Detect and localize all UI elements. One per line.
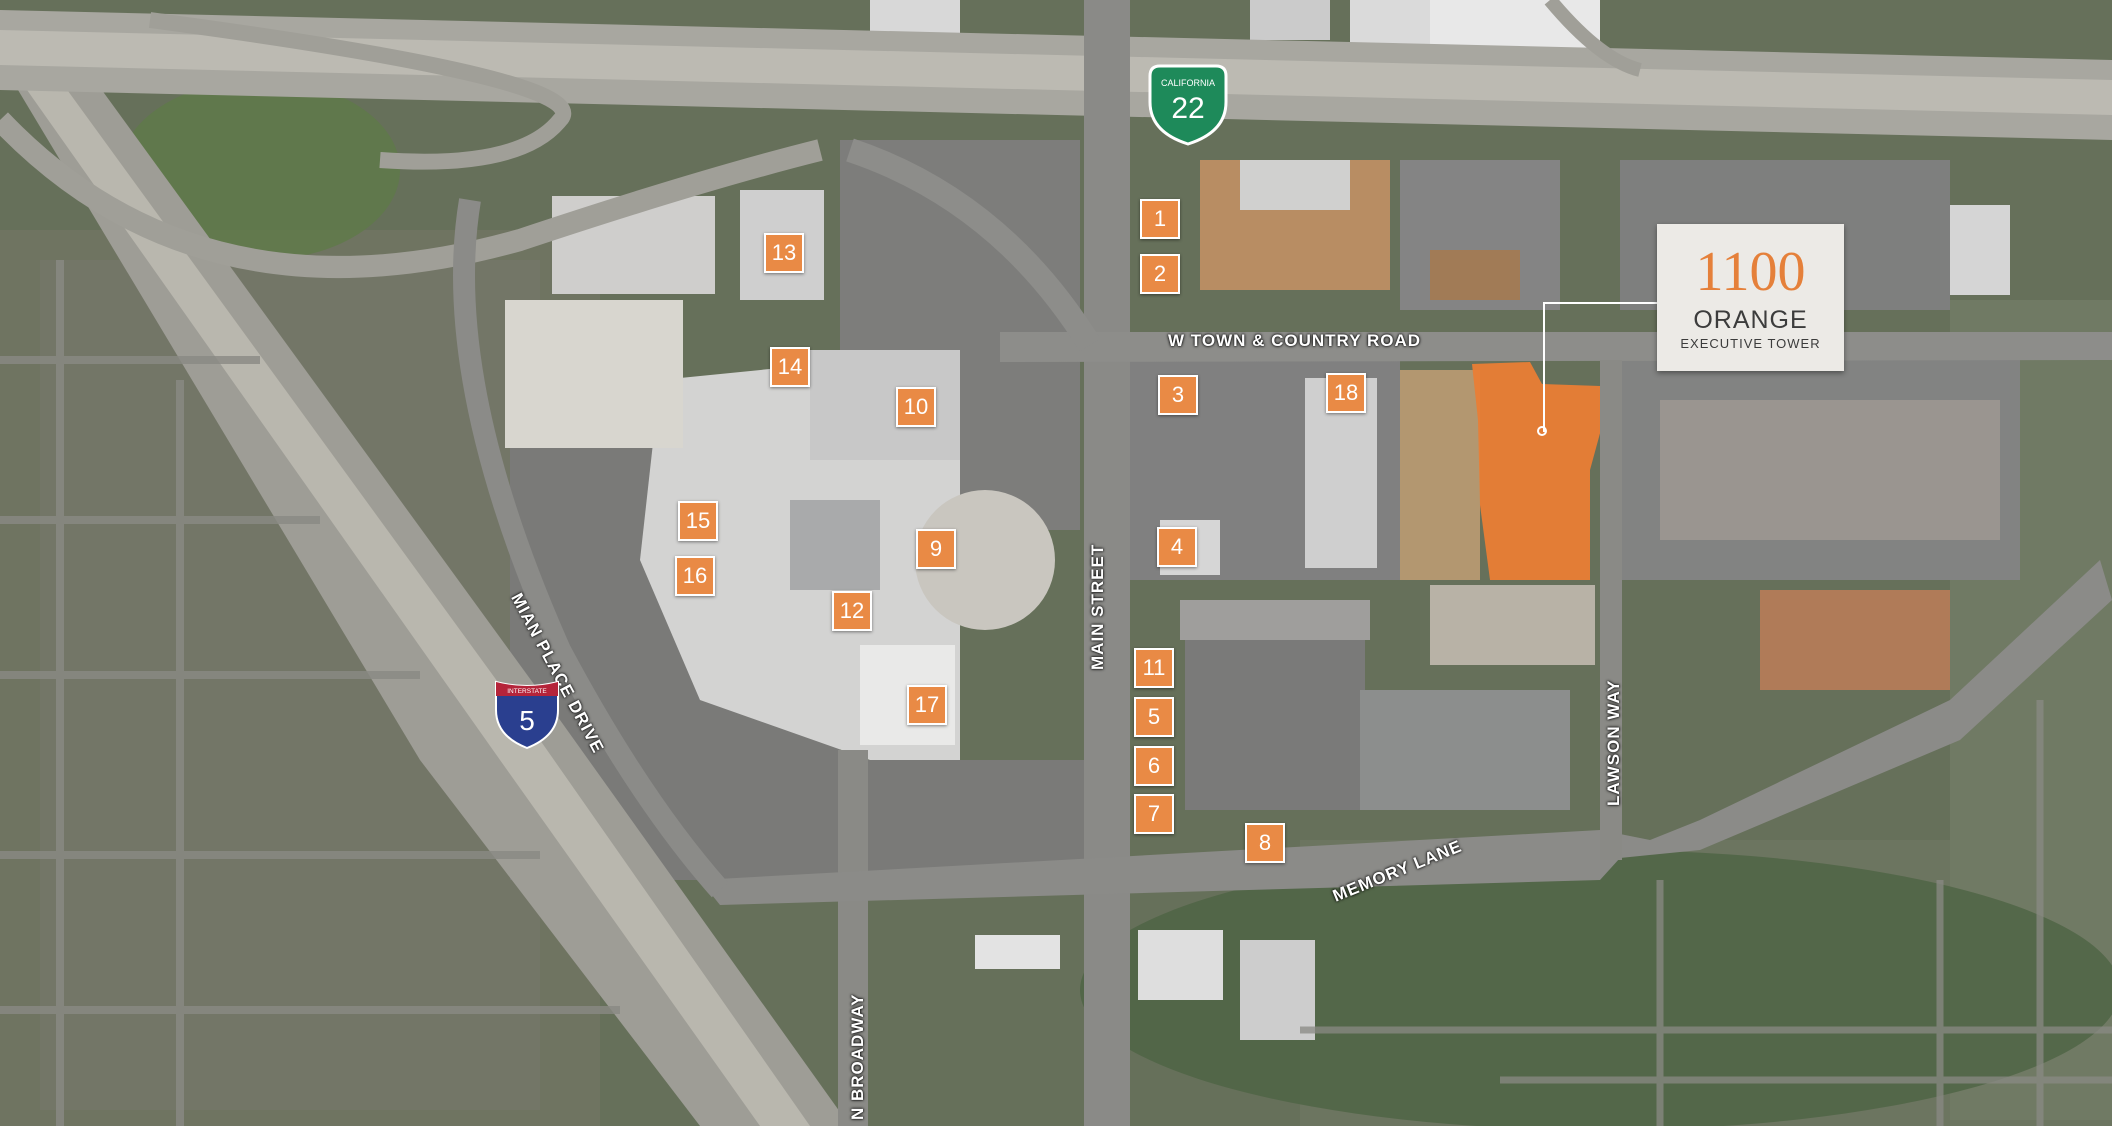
road-label-n-broadway: N BROADWAY — [848, 993, 867, 1121]
road-label-main-street: MAIN STREET — [1088, 543, 1107, 670]
marker-17[interactable]: 17 — [907, 685, 947, 725]
marker-6[interactable]: 6 — [1134, 746, 1174, 786]
shield-22-number: 22 — [1171, 92, 1204, 125]
marker-12[interactable]: 12 — [832, 591, 872, 631]
callout-number: 1100 — [1695, 241, 1806, 303]
marker-3[interactable]: 3 — [1158, 375, 1198, 415]
marker-7[interactable]: 7 — [1134, 794, 1174, 834]
callout-leader-stem — [1543, 302, 1545, 432]
marker-2[interactable]: 2 — [1140, 254, 1180, 294]
marker-4[interactable]: 4 — [1157, 527, 1197, 567]
marker-13[interactable]: 13 — [764, 233, 804, 273]
callout-subtitle: EXECUTIVE TOWER — [1680, 336, 1821, 351]
shield-22-state: CALIFORNIA — [1161, 78, 1215, 88]
shield-5-type: INTERSTATE — [507, 688, 547, 695]
marker-18[interactable]: 18 — [1326, 373, 1366, 413]
marker-16[interactable]: 16 — [675, 556, 715, 596]
marker-8[interactable]: 8 — [1245, 823, 1285, 863]
marker-11[interactable]: 11 — [1134, 648, 1174, 688]
shield-5-number: 5 — [519, 705, 535, 736]
marker-5[interactable]: 5 — [1134, 697, 1174, 737]
california-22-shield-icon: CALIFORNIA 22 — [1148, 64, 1228, 146]
marker-1[interactable]: 1 — [1140, 199, 1180, 239]
marker-15[interactable]: 15 — [678, 501, 718, 541]
marker-14[interactable]: 14 — [770, 347, 810, 387]
interstate-5-shield-icon: INTERSTATE 5 — [495, 680, 559, 750]
callout-leader-line — [1543, 302, 1657, 304]
callout-pin-icon — [1537, 426, 1547, 436]
marker-10[interactable]: 10 — [896, 387, 936, 427]
road-label-lawson-way: LAWSON WAY — [1604, 679, 1623, 807]
road-label-town-country: W TOWN & COUNTRY ROAD — [1168, 331, 1422, 350]
building-callout[interactable]: 1100 ORANGE EXECUTIVE TOWER — [1657, 224, 1844, 371]
marker-9[interactable]: 9 — [916, 529, 956, 569]
callout-name: ORANGE — [1693, 306, 1808, 334]
